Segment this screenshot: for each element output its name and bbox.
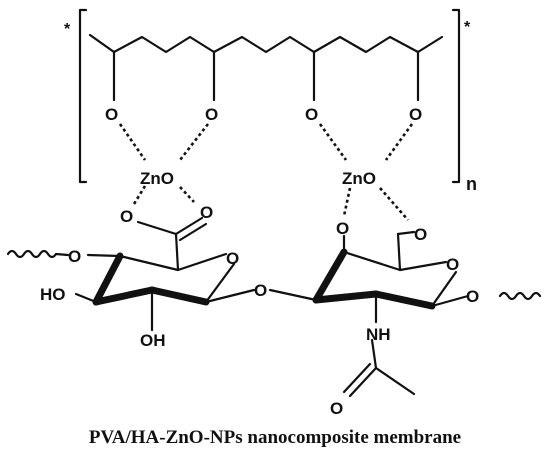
n-carbonyl <box>370 338 378 370</box>
glyco-o-ring2 <box>268 288 318 302</box>
oxygen-pva-3: O <box>305 105 318 124</box>
ring2-c4-c5 <box>342 250 402 272</box>
ring2-front-right <box>372 290 436 310</box>
oxygen-ring1-left: O <box>68 247 81 266</box>
ring1-ho-bond <box>74 292 98 304</box>
oxygen-carbonyl: O <box>330 399 343 418</box>
ring1-front-bottom <box>92 286 156 306</box>
coord-o2-zn1 <box>178 123 210 161</box>
repeat-n: n <box>466 174 477 194</box>
coord-zn1-ocarb <box>132 185 147 205</box>
bracket-right <box>451 8 461 184</box>
ring1-glyco-bond <box>204 288 256 304</box>
oxygen-ring2-c4: O <box>336 219 349 238</box>
carbonyl-o-double <box>342 362 372 394</box>
ring1-top <box>86 252 228 272</box>
oxygen-ring2: O <box>446 255 459 274</box>
hydroxyl-oh: OH <box>140 331 166 350</box>
carboxyl-c-ring <box>174 232 180 272</box>
wavy-left <box>6 249 70 259</box>
carbonyl-o <box>348 366 378 398</box>
ring1-o-c1 <box>204 262 236 304</box>
zno-right: ZnO <box>342 169 376 188</box>
oxygen-ring2-right: O <box>466 287 479 306</box>
oxygen-glycosidic: O <box>254 281 267 300</box>
coord-zn2-o6 <box>342 187 352 217</box>
coord-o4-zn2 <box>384 123 414 161</box>
amide-nh: NH <box>366 325 391 344</box>
pva-backbone <box>88 33 444 54</box>
oxygen-pva-2: O <box>205 105 218 124</box>
coord-zn1-ocarb2 <box>179 186 195 203</box>
coord-o3-zn2 <box>318 123 348 161</box>
coord-o1-zn1 <box>118 123 147 161</box>
caption: PVA/HA-ZnO-NPs nanocomposite membrane <box>89 427 461 448</box>
oxygen-carboxyl-1: O <box>120 207 133 226</box>
wavy-right <box>498 291 542 301</box>
oxygen-carboxyl-2: O <box>200 203 213 222</box>
ring2-ch2-o <box>396 230 416 236</box>
carbonyl-methyl <box>374 366 416 396</box>
zno-left: ZnO <box>140 169 174 188</box>
ring2-front-left <box>312 248 348 304</box>
star-left: * <box>64 21 71 38</box>
oxygen-pva-4: O <box>409 105 422 124</box>
oxygen-ring2-ch2: O <box>414 225 427 244</box>
ring1-front-right <box>148 286 210 306</box>
hydroxyl-ho: HO <box>40 285 66 304</box>
ring2-c5-ch2 <box>396 232 402 272</box>
carboxyl-c-o-double <box>178 222 208 242</box>
bracket-left <box>78 8 88 184</box>
ring2-c5-o <box>398 260 448 272</box>
ring2-front-bottom <box>312 290 380 304</box>
ring2-o-c1 <box>430 270 458 308</box>
oxygen-pva-1: O <box>105 105 118 124</box>
carboxyl-c-o <box>174 216 204 236</box>
carboxyl-o-c <box>136 220 178 236</box>
ring2-c1-o <box>430 294 470 308</box>
oxygen-ring1: O <box>226 249 239 268</box>
ring1-front-left <box>92 252 124 306</box>
coord-zn2-ch2o <box>379 187 409 221</box>
star-right: * <box>464 19 471 36</box>
